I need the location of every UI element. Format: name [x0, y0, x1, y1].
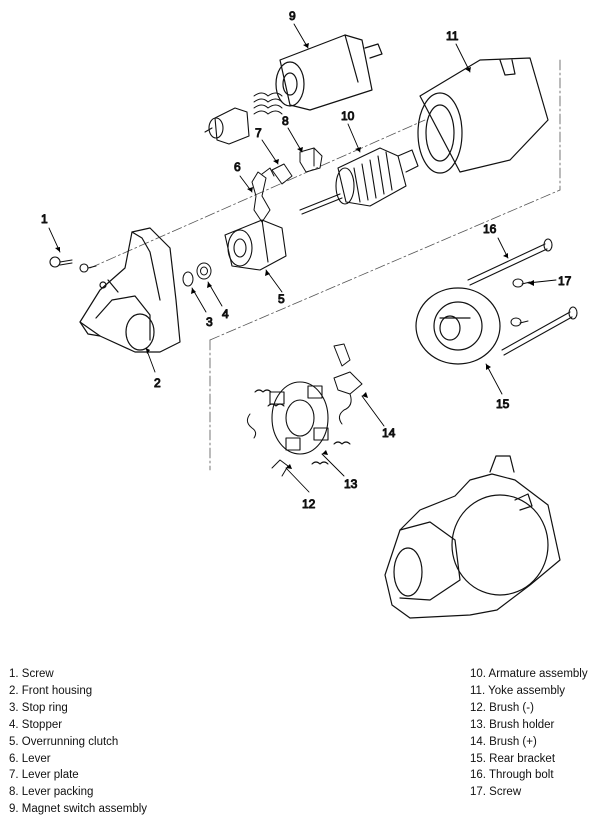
legend-item: 1. Screw — [9, 668, 54, 680]
callout-12: 12 — [302, 497, 316, 511]
callout-4: 4 — [222, 307, 229, 321]
callout-7: 7 — [255, 126, 262, 140]
assembly-axis-lines — [89, 59, 561, 471]
assembled-starter-motor — [384, 455, 561, 619]
magnet-switch-spring — [253, 92, 283, 115]
lever-packing-part — [299, 147, 323, 173]
callout-17: 17 — [558, 274, 572, 288]
stop-ring-part — [182, 271, 194, 287]
yoke-assembly-part — [417, 57, 549, 174]
callout-15: 15 — [496, 397, 510, 411]
legend-item: 12. Brush (-) — [470, 701, 534, 714]
lever-plate-part — [271, 163, 293, 185]
magnet-switch-plunger — [204, 107, 250, 145]
callout-5: 5 — [278, 292, 285, 306]
legend-item: 13. Brush holder — [470, 718, 555, 731]
legend-item: 7. Lever plate — [9, 769, 79, 782]
callout-2: 2 — [154, 376, 161, 390]
callout-11: 11 — [446, 29, 459, 43]
brush-holder-part — [254, 381, 351, 465]
through-bolt-part — [467, 238, 578, 356]
rear-screw-part — [510, 278, 531, 327]
legend-item: 4. Stopper — [9, 718, 63, 731]
overrunning-clutch-part — [224, 219, 287, 271]
legend-item: 8. Lever packing — [9, 786, 94, 799]
legend-item: 14. Brush (+) — [470, 735, 537, 748]
armature-assembly-part — [299, 147, 419, 215]
legend-item: 9. Magnet switch assembly — [9, 803, 148, 816]
callout-13: 13 — [344, 477, 358, 491]
callout-labels: 1 2 3 4 5 6 7 8 9 10 11 12 13 14 15 16 1… — [41, 9, 573, 512]
exploded-starter-motor-diagram: 1 2 3 4 5 6 7 8 9 10 11 12 13 14 15 16 1… — [41, 9, 578, 619]
brush-positive-part — [333, 343, 363, 425]
legend-item: 6. Lever — [9, 752, 51, 765]
front-housing-part — [79, 227, 181, 353]
legend-item: 15. Rear bracket — [470, 752, 556, 765]
legend-item: 2. Front housing — [9, 684, 93, 697]
rear-bracket-part — [415, 287, 501, 365]
callout-9: 9 — [289, 9, 296, 23]
legend-item: 3. Stop ring — [9, 701, 68, 714]
lever-part — [251, 167, 275, 223]
legend-item: 16. Through bolt — [470, 769, 554, 782]
legend-right-column: 10. Armature assembly 11. Yoke assembly … — [470, 666, 588, 801]
legend-item: 5. Overrunning clutch — [9, 735, 119, 748]
callout-10: 10 — [341, 109, 355, 123]
callout-8: 8 — [282, 114, 289, 128]
callout-6: 6 — [234, 160, 241, 174]
magnet-switch-body — [275, 34, 383, 111]
callout-1: 1 — [41, 212, 48, 226]
callout-14: 14 — [382, 426, 396, 440]
legend-item: 11. Yoke assembly — [470, 684, 566, 697]
legend-item: 10. Armature assembly — [470, 668, 588, 680]
brush-negative-part — [246, 413, 289, 477]
screw-part — [49, 256, 97, 273]
callout-16: 16 — [483, 222, 497, 236]
legend-left-column: 1. Screw 2. Front housing 3. Stop ring 4… — [9, 666, 147, 818]
callout-3: 3 — [206, 315, 213, 329]
stopper-part — [196, 262, 212, 280]
leader-arrowheads — [55, 43, 534, 469]
legend-item: 17. Screw — [470, 786, 522, 799]
